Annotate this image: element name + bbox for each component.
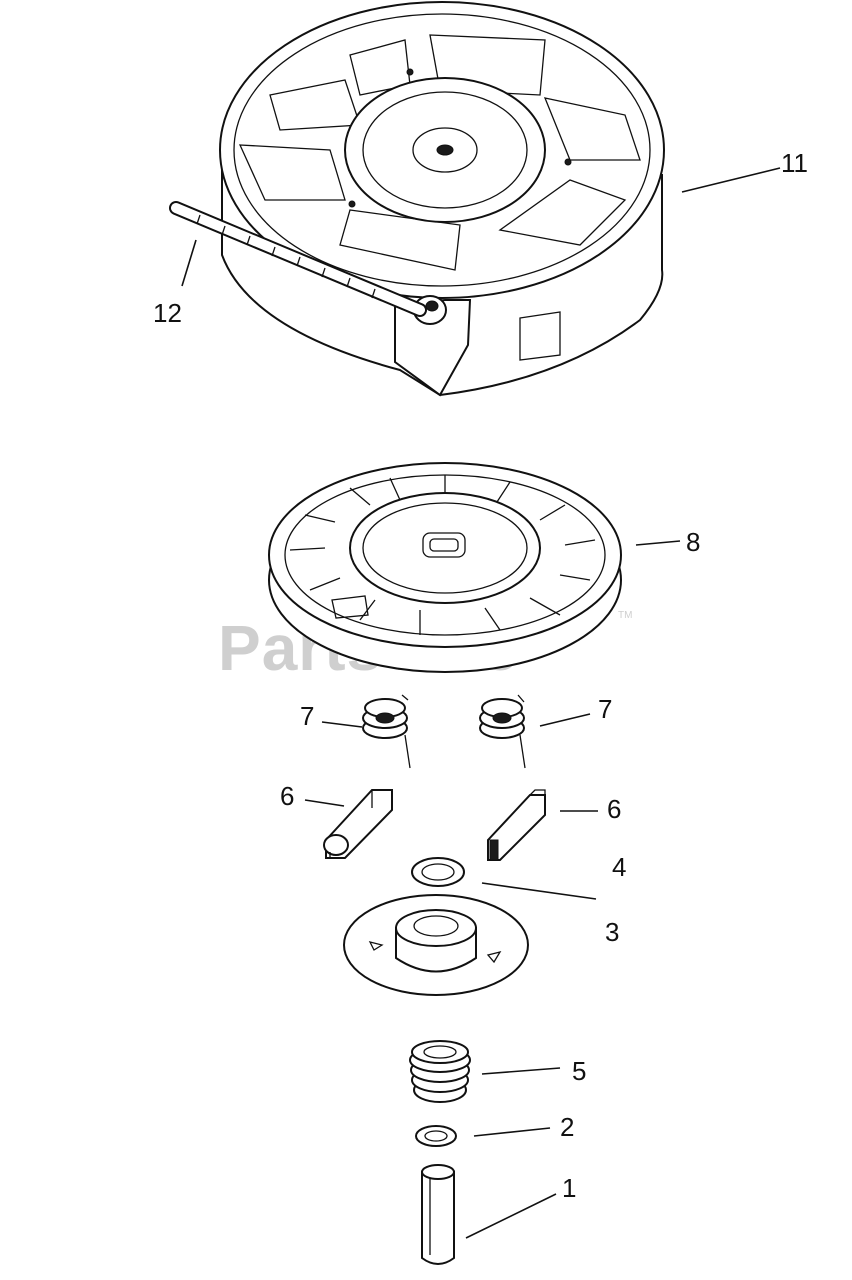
watermark-trademark: TM [618,610,632,621]
starter-rope-icon[interactable] [169,201,427,317]
pawl-spring-icon-left[interactable] [362,694,411,769]
callout-6-right: 6 [607,794,621,824]
callout-5: 5 [572,1056,586,1086]
callout-4: 4 [612,852,626,882]
callout-7-left: 7 [300,701,314,731]
washer-icon[interactable] [411,857,465,887]
pulley-icon[interactable] [268,462,622,673]
callout-2: 2 [560,1112,574,1142]
starter-housing-icon[interactable] [219,1,665,397]
pin-icon[interactable] [421,1164,455,1265]
callout-12: 12 [153,298,182,328]
small-washer-icon[interactable] [415,1125,457,1147]
callout-11: 11 [781,148,808,178]
callout-1: 1 [562,1173,576,1203]
callout-8: 8 [686,527,700,557]
callout-6-left: 6 [280,781,294,811]
callout-7-right: 7 [598,694,612,724]
callout-3: 3 [605,917,619,947]
leader-lines [181,167,781,1239]
ratchet-plate-icon[interactable] [343,894,529,996]
recoil-spring-icon[interactable] [409,1040,471,1103]
pawl-icon-right[interactable] [487,789,546,861]
pawl-icon-left[interactable] [323,789,393,859]
pawl-spring-icon-right[interactable] [479,694,526,769]
